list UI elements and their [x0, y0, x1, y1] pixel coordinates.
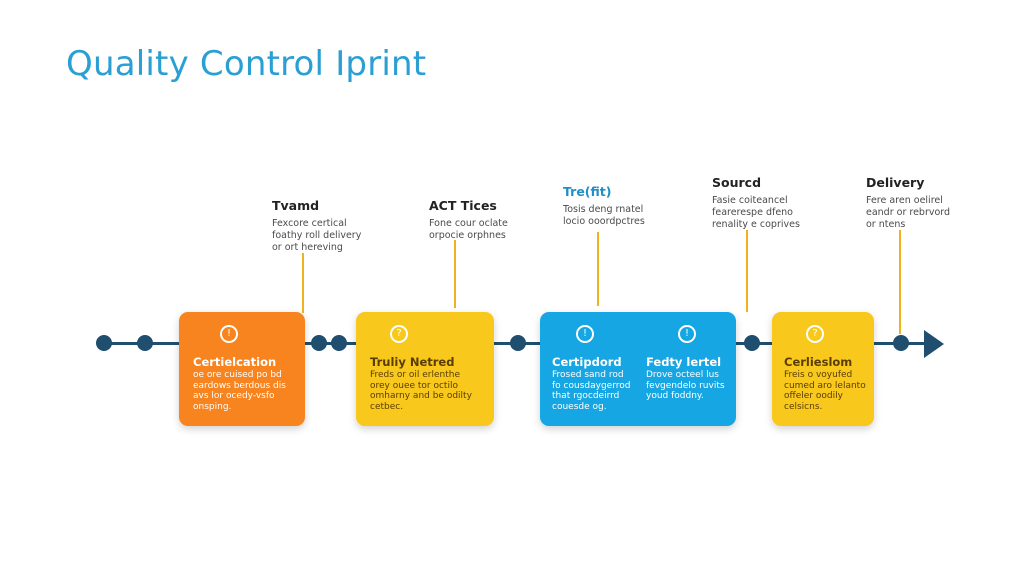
step-line: celsicns. — [784, 401, 823, 412]
timeline-node — [96, 335, 112, 351]
callout-connector — [454, 240, 456, 308]
process-step-box: ? Cerlieslom Freis o voyufed cumed aro l… — [772, 312, 874, 426]
step-line: fo cousdaygerrod — [552, 380, 631, 391]
step-title: Certielcation — [193, 355, 277, 369]
process-step-box: ? Truliy Netred Freds or oil erlenthe or… — [356, 312, 494, 426]
step-line: Freis o voyufed — [784, 370, 853, 380]
process-step-box: ! Certielcation oe ore cuised po bd eard… — [179, 312, 305, 426]
callout-title: Tre(fit) — [563, 184, 612, 199]
callout-line: Fexcore certical — [272, 218, 347, 229]
timeline-node — [893, 335, 909, 351]
step-title: Cerlieslom — [784, 355, 853, 369]
timeline-node — [744, 335, 760, 351]
step-line: Drove octeel lus — [646, 370, 719, 380]
callout: ACT Tices Fone cour oclate orpocie orphn… — [429, 198, 508, 242]
callout-connector — [302, 253, 304, 313]
callout: Tvamd Fexcore certical foathy roll deliv… — [272, 198, 361, 254]
timeline-arrow-icon — [924, 330, 944, 358]
callout-line: renality e coprives — [712, 219, 800, 230]
step-line: cetbec. — [370, 401, 404, 412]
callout-line: orpocie orphnes — [429, 230, 506, 241]
step-description: Freis o voyufed cumed aro lelanto offele… — [784, 370, 866, 412]
callout-line: or ntens — [866, 219, 906, 230]
callout-line: Fere aren oelirel — [866, 195, 943, 206]
step-line: orey ouee tor octilo — [370, 380, 458, 391]
step-line: omharny and be odilty — [370, 391, 472, 401]
timeline-node — [137, 335, 153, 351]
step-line: offeler oodily — [784, 391, 843, 401]
step-line: couesde og. — [552, 401, 607, 412]
callout-title: Sourcd — [712, 175, 762, 190]
clock-icon: ? — [390, 325, 408, 343]
clock-icon: ? — [806, 325, 824, 343]
step-line: avs lor ocedy-vsfo — [193, 391, 275, 401]
callout-title: Tvamd — [272, 198, 320, 213]
callout-line: or ort hereving — [272, 242, 343, 253]
callout-connector — [597, 232, 599, 306]
callout-line: Fone cour oclate — [429, 218, 508, 229]
timeline-node — [331, 335, 347, 351]
step-title: Truliy Netred — [370, 355, 455, 369]
step-line: Frosed sand rod — [552, 370, 624, 380]
step-line: eardows berdous dis — [193, 380, 286, 391]
step-line: that rgocdeirrd — [552, 391, 620, 401]
page-title: Quality Control Iprint — [66, 44, 427, 84]
step-line: oe ore cuised po bd — [193, 370, 282, 380]
step-title: Fedty lertel — [646, 355, 722, 369]
callout-connector — [899, 230, 901, 334]
step-description: Drove octeel lus fevgendelo ruvits youd … — [646, 370, 725, 402]
step-line: youd foddny. — [646, 391, 704, 401]
step-line: fevgendelo ruvits — [646, 380, 725, 391]
step-description: oe ore cuised po bd eardows berdous dis … — [193, 370, 286, 412]
callout-title: Delivery — [866, 175, 925, 190]
alert-icon: ! — [678, 325, 696, 343]
step-line: onsping. — [193, 401, 232, 412]
callout-line: fearerespe dfeno — [712, 207, 793, 218]
callout-line: foathy roll delivery — [272, 230, 362, 241]
step-description: Frosed sand rod fo cousdaygerrod that rg… — [552, 370, 630, 412]
timeline-node — [311, 335, 327, 351]
info-icon: ! — [220, 325, 238, 343]
step-title: Certipdord — [552, 355, 622, 369]
callout: Tre(fit) Tosis deng rnatel locio ooordpc… — [563, 184, 645, 228]
callout: Sourcd Fasie coiteancel fearerespe dfeno… — [712, 175, 800, 231]
step-line: cumed aro lelanto — [784, 380, 866, 391]
timeline-node — [510, 335, 526, 351]
callout-connector — [746, 230, 748, 312]
info-icon: ! — [576, 325, 594, 343]
process-step-box: ! ! Certipdord Fedty lertel Frosed sand … — [540, 312, 736, 426]
callout: Delivery Fere aren oelirel eandr or rebr… — [866, 175, 950, 231]
step-line: Freds or oil erlenthe — [370, 370, 461, 380]
callout-line: Fasie coiteancel — [712, 195, 788, 206]
callout-line: locio ooordpctres — [563, 216, 645, 227]
callout-title: ACT Tices — [429, 198, 497, 213]
step-description: Freds or oil erlenthe orey ouee tor octi… — [370, 370, 472, 412]
callout-line: eandr or rebrvord — [866, 207, 951, 218]
callout-line: Tosis deng rnatel — [563, 204, 644, 215]
